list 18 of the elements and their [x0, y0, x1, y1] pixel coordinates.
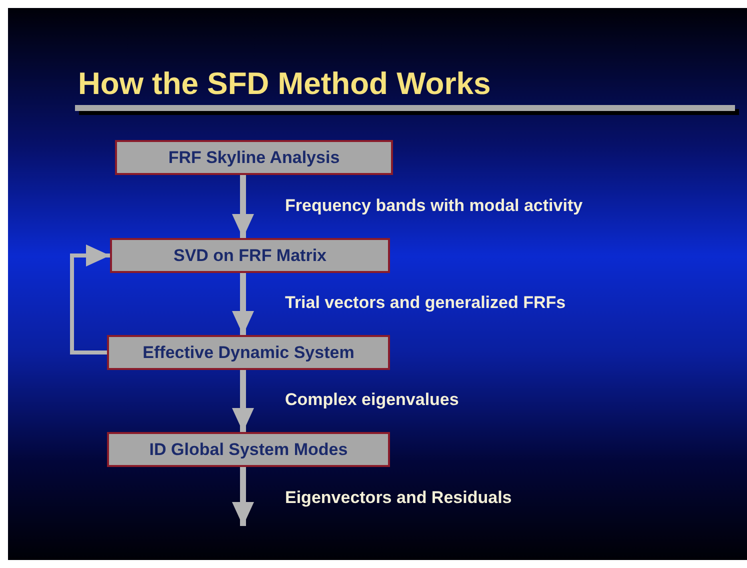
arrow [70, 244, 110, 354]
arrow [232, 370, 254, 432]
process-box [107, 432, 390, 467]
edge-label: Complex eigenvalues [285, 390, 459, 410]
box-label: Effective Dynamic System [142, 342, 354, 362]
edge-label: Trial vectors and generalized FRFs [285, 293, 566, 313]
process-box [110, 238, 390, 273]
box-label: ID Global System Modes [149, 440, 348, 460]
edge-label: Frequency bands with modal activity [285, 196, 583, 216]
title: How the SFD Method Works [78, 66, 491, 102]
arrow [232, 175, 254, 238]
arrow [232, 273, 254, 335]
arrow [232, 467, 254, 526]
process-box [115, 140, 393, 175]
edge-label: Eigenvectors and Residuals [285, 488, 512, 508]
box-label: SVD on FRF Matrix [173, 246, 326, 266]
process-box [107, 335, 390, 370]
box-label: FRF Skyline Analysis [168, 148, 340, 168]
